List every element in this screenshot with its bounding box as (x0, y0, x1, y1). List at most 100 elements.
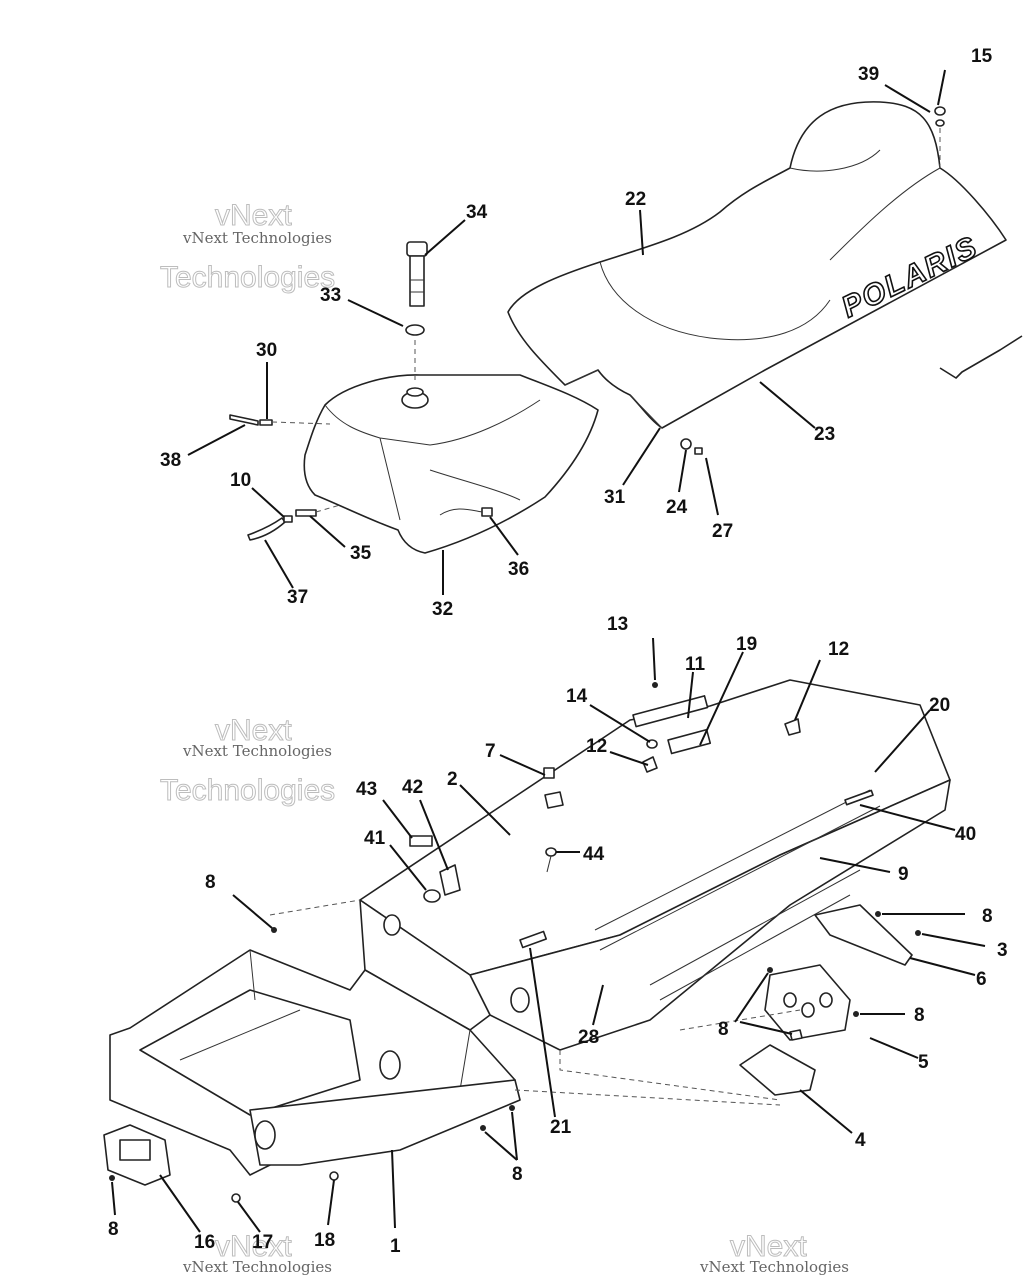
callout-12-right: 12 (828, 639, 849, 660)
seat-contour-line (599, 261, 831, 341)
leader-17 (237, 1201, 261, 1233)
leader-3 (921, 933, 986, 947)
watermark-vnext-text: vNext (215, 714, 292, 747)
callout-8-c: 8 (718, 1019, 729, 1040)
leader-28 (592, 984, 604, 1026)
fuel-tank-assembly (229, 241, 599, 554)
callout-10: 10 (230, 470, 251, 491)
front-frame-hole (379, 1050, 401, 1080)
tunnel-cooler-slot (594, 789, 881, 951)
fuel-cap-stem (409, 255, 425, 307)
hose-37 (247, 517, 286, 541)
bumper-block-face (119, 1139, 151, 1161)
leader-18 (327, 1179, 335, 1226)
fuel-tank-ridge (324, 399, 541, 446)
leader-8-f (511, 1111, 518, 1161)
callout-8-g: 8 (108, 1219, 119, 1240)
leader-43 (382, 799, 413, 839)
fuel-tank-panel (379, 437, 521, 521)
callout-22: 22 (625, 189, 646, 210)
bracket-7 (543, 767, 555, 779)
watermark-top-left: vNext vNext Technologies Technologies (160, 199, 336, 295)
leader-9 (819, 857, 891, 873)
front-frame-inner (139, 989, 361, 1116)
seat-strap-cable (939, 335, 1023, 379)
leader-35 (309, 515, 346, 548)
callout-9: 9 (898, 864, 909, 885)
leader-2 (459, 784, 511, 836)
leader-lines (111, 69, 986, 1233)
clip-12 (642, 756, 658, 773)
callout-15: 15 (971, 46, 993, 67)
leader-14 (589, 704, 651, 743)
callout-28: 28 (578, 1027, 599, 1048)
callout-37: 37 (287, 587, 308, 608)
leader-39 (884, 84, 931, 113)
front-frame-ridge (179, 949, 471, 1091)
latch-44-pin (546, 855, 552, 873)
leader-24 (678, 449, 687, 493)
rivet-8-b (875, 911, 881, 917)
screw-3 (915, 930, 921, 936)
leader-8-a (232, 894, 273, 929)
callout-labels: 15 39 22 23 31 24 27 34 33 30 38 10 35 3… (108, 46, 1008, 1257)
seat-hardware (680, 106, 1023, 455)
rivet-8-e (480, 1125, 486, 1131)
fuel-cap-34 (406, 241, 428, 257)
washer-18 (329, 1171, 339, 1181)
leader-8-c2 (739, 1021, 793, 1035)
callout-11: 11 (685, 654, 706, 675)
hose-38 (229, 414, 259, 426)
rivet-8-c (767, 967, 773, 973)
watermark-mid-left: vNext vNext Technologies Technologies (160, 714, 336, 808)
clip-42 (439, 864, 461, 896)
watermark-vnext-text: vNext (215, 1230, 292, 1263)
washer-24 (680, 438, 692, 450)
leader-12-right (794, 659, 821, 721)
leader-5 (869, 1037, 919, 1059)
chassis-hidden-line (269, 899, 781, 1101)
leader-11 (687, 671, 694, 719)
chassis-assembly (103, 679, 951, 1186)
leader-20 (874, 709, 931, 773)
leader-8-e (484, 1131, 518, 1161)
leader-10 (251, 487, 285, 518)
screw-27 (694, 447, 703, 455)
rivet-8-d (853, 1011, 859, 1017)
washer-15 (935, 119, 945, 127)
watermark-bottom-right: vNext vNext Technologies (699, 1230, 849, 1277)
watermark-technologies-text: Technologies (160, 261, 335, 294)
vent-hose-outline (439, 508, 483, 516)
leader-7 (499, 754, 546, 776)
tunnel-hole-right (510, 987, 530, 1013)
callout-8-a: 8 (205, 872, 216, 893)
leader-6 (909, 957, 976, 976)
callout-41: 41 (364, 828, 386, 849)
callout-21: 21 (550, 1117, 572, 1138)
callout-27: 27 (712, 521, 733, 542)
bracket-6 (814, 904, 913, 966)
seat-assembly: POLARIS (507, 101, 1007, 429)
rivet-8-a (271, 927, 277, 933)
callout-8-b: 8 (982, 906, 993, 927)
callout-4: 4 (855, 1130, 866, 1151)
leader-1 (391, 1149, 396, 1229)
bracket-axis (679, 1009, 801, 1031)
watermark-technologies-text: Technologies (160, 774, 335, 807)
leader-23 (759, 381, 816, 429)
fitting-30 (259, 419, 273, 426)
callout-38: 38 (160, 450, 181, 471)
vent-fitting-36 (481, 507, 493, 517)
watermark-bottom-left: vNext vNext Technologies (182, 1230, 332, 1277)
pad-43 (409, 835, 433, 847)
callout-24: 24 (666, 497, 688, 518)
leader-4 (799, 1089, 853, 1134)
watermark-company-text: vNext Technologies (182, 1258, 332, 1276)
leader-15 (937, 69, 946, 106)
leader-8-c (734, 972, 769, 1023)
callout-42: 42 (402, 777, 423, 798)
clamp-10 (283, 515, 293, 523)
watermark-vnext-text: vNext (730, 1230, 807, 1263)
front-frame-hole-lower (254, 1120, 276, 1150)
